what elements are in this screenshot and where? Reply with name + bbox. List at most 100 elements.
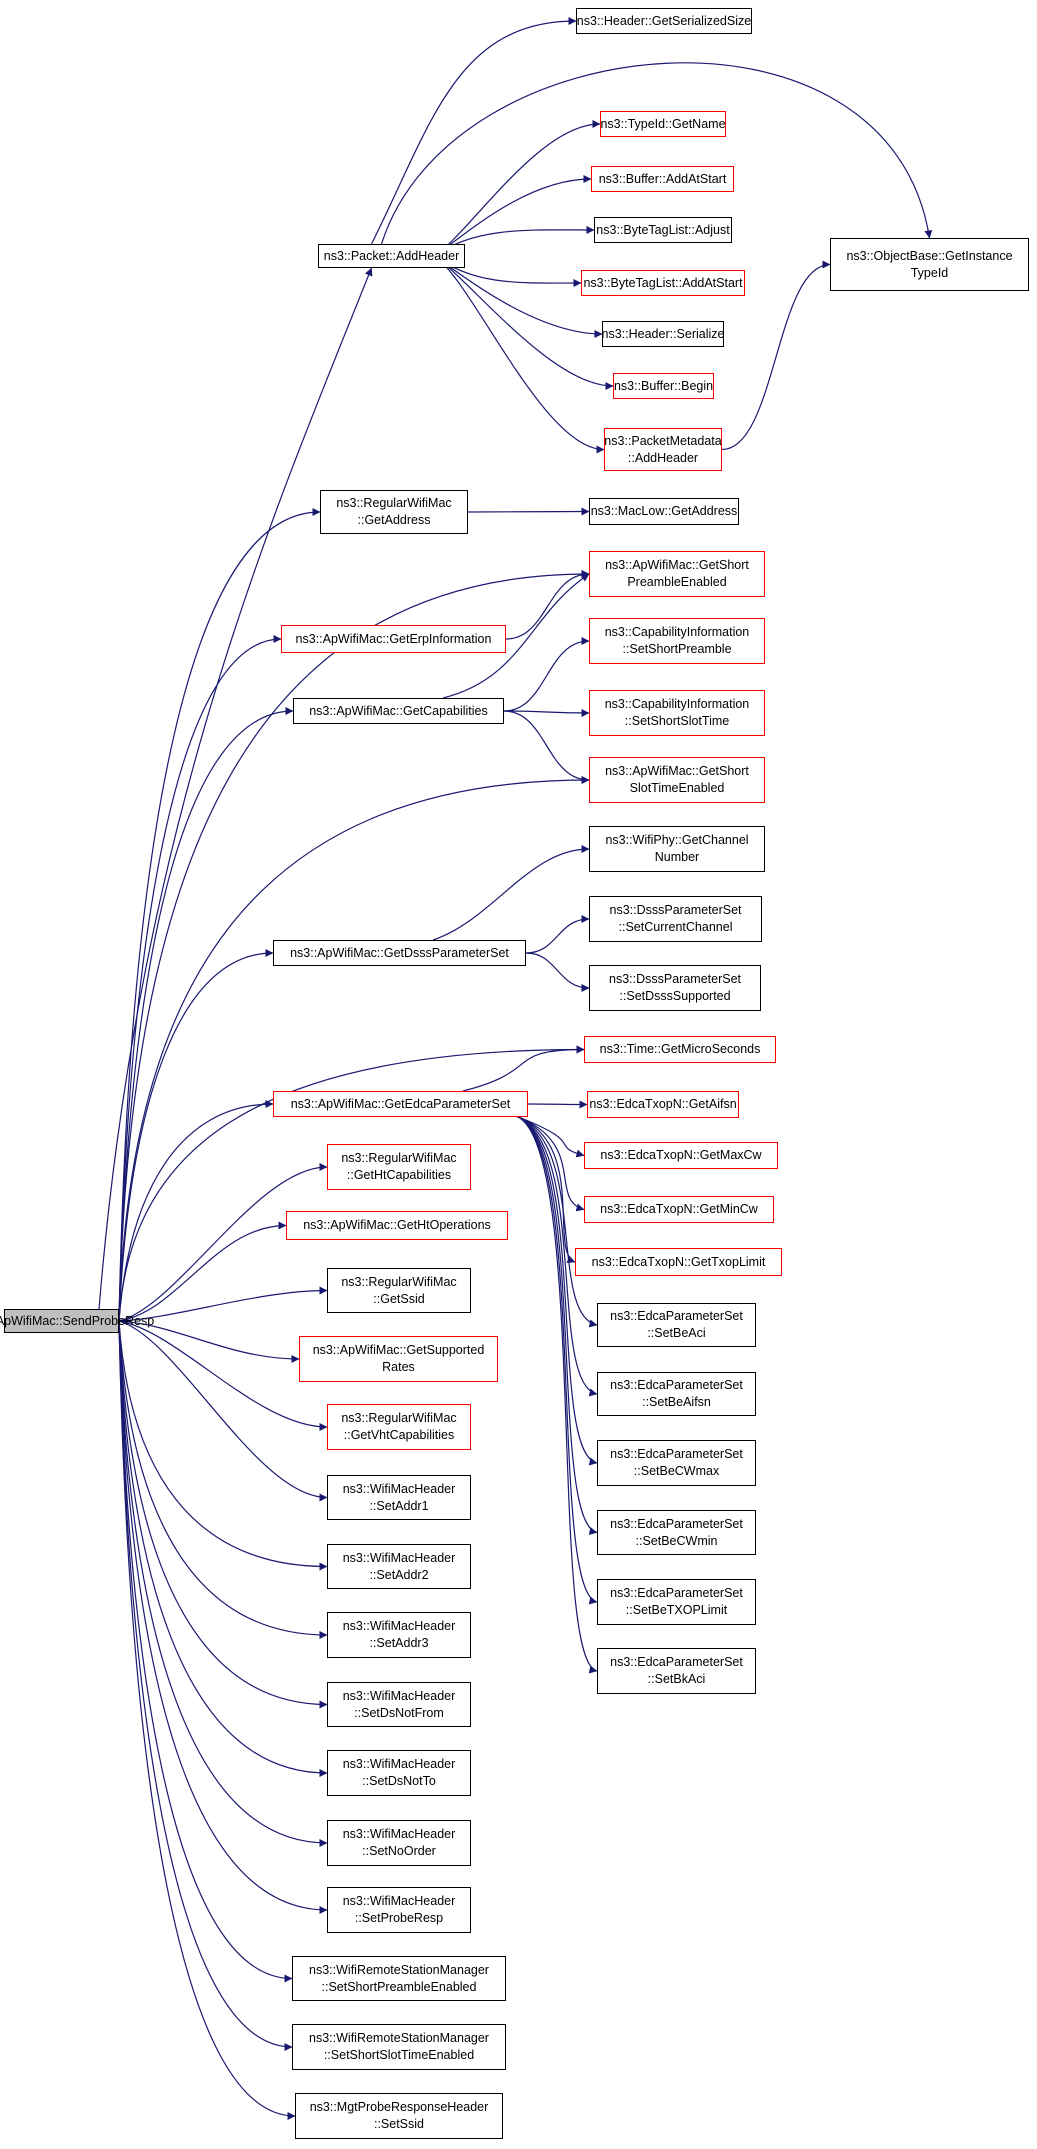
- edge-root-to-addr2: [118, 1320, 328, 1571]
- node-epsBeTxop[interactable]: ns3::EdcaParameterSet ::SetBeTXOPLimit: [597, 1579, 756, 1625]
- edge-erpInfo-to-shortPreEn: [505, 570, 590, 640]
- edge-root-to-rwmVht: [118, 1320, 328, 1431]
- edge-root-to-rwmSsid: [118, 1286, 328, 1322]
- edge-root-to-mgtSsid: [118, 1320, 296, 2120]
- node-getDsss[interactable]: ns3::ApWifiMac::GetDsssParameterSet: [273, 940, 526, 966]
- edge-root-to-erpInfo: [118, 635, 282, 1322]
- node-phyChan[interactable]: ns3::WifiPhy::GetChannel Number: [589, 826, 765, 872]
- edge-root-to-htOps: [118, 1221, 287, 1322]
- node-mgtSsid[interactable]: ns3::MgtProbeResponseHeader ::SetSsid: [295, 2093, 503, 2139]
- node-epsBeAifsn[interactable]: ns3::EdcaParameterSet ::SetBeAifsn: [597, 1372, 756, 1416]
- edge-addHeader-to-hdrSerSize: [370, 17, 577, 245]
- node-noOrder[interactable]: ns3::WifiMacHeader ::SetNoOrder: [327, 1820, 471, 1866]
- edge-getCaps-to-shortSlotEn: [503, 710, 590, 784]
- edge-root-to-shortPreEn: [118, 570, 590, 1322]
- node-wrsmSlot[interactable]: ns3::WifiRemoteStationManager ::SetShort…: [292, 2024, 506, 2070]
- node-edcaMinCw[interactable]: ns3::EdcaTxopN::GetMinCw: [584, 1196, 774, 1223]
- node-addHeader[interactable]: ns3::Packet::AddHeader: [318, 244, 465, 268]
- edge-getEdca-to-edcaMaxCw: [515, 1115, 585, 1158]
- node-suppRates[interactable]: ns3::ApWifiMac::GetSupported Rates: [299, 1336, 498, 1382]
- node-btlAdjust[interactable]: ns3::ByteTagList::Adjust: [594, 217, 732, 243]
- node-rwmGetAddress[interactable]: ns3::RegularWifiMac ::GetAddress: [320, 490, 468, 534]
- node-capShortPre[interactable]: ns3::CapabilityInformation ::SetShortPre…: [589, 618, 765, 664]
- edge-addHeader-to-objBase: [380, 62, 933, 245]
- node-epsBeCWmax[interactable]: ns3::EdcaParameterSet ::SetBeCWmax: [597, 1440, 756, 1486]
- node-shortSlotEn[interactable]: ns3::ApWifiMac::GetShort SlotTimeEnabled: [589, 757, 765, 803]
- node-edcaTxop[interactable]: ns3::EdcaTxopN::GetTxopLimit: [575, 1248, 782, 1276]
- edge-root-to-getCaps: [118, 707, 294, 1322]
- edge-root-to-addr1: [118, 1320, 328, 1502]
- edge-root-to-probeResp: [118, 1320, 328, 1914]
- edge-root-to-getEdca: [118, 1100, 274, 1322]
- node-addr3[interactable]: ns3::WifiMacHeader ::SetAddr3: [327, 1612, 471, 1658]
- node-capShortSlot[interactable]: ns3::CapabilityInformation ::SetShortSlo…: [589, 690, 765, 736]
- node-rwmVht[interactable]: ns3::RegularWifiMac ::GetVhtCapabilities: [327, 1404, 471, 1450]
- edge-getEdca-to-epsBeTxop: [515, 1115, 598, 1605]
- node-bufBegin[interactable]: ns3::Buffer::Begin: [613, 373, 714, 399]
- node-erpInfo[interactable]: ns3::ApWifiMac::GetErpInformation: [281, 625, 506, 653]
- node-macLowAddr[interactable]: ns3::MacLow::GetAddress: [589, 498, 739, 525]
- edge-getEdca-to-epsBeAifsn: [515, 1115, 598, 1397]
- edge-getDsss-to-phyChan: [432, 845, 590, 941]
- edge-root-to-addr3: [118, 1320, 328, 1639]
- node-dsNotFrom[interactable]: ns3::WifiMacHeader ::SetDsNotFrom: [327, 1682, 471, 1727]
- edge-getCaps-to-capShortPre: [503, 637, 590, 712]
- node-dsssSupp[interactable]: ns3::DsssParameterSet ::SetDsssSupported: [589, 965, 761, 1011]
- edge-root-to-getDsss: [118, 949, 274, 1322]
- node-probeResp[interactable]: ns3::WifiMacHeader ::SetProbeResp: [327, 1887, 471, 1933]
- node-timeMicro[interactable]: ns3::Time::GetMicroSeconds: [584, 1036, 776, 1063]
- edge-root-to-rwmHtCaps: [118, 1163, 328, 1322]
- node-addr2[interactable]: ns3::WifiMacHeader ::SetAddr2: [327, 1544, 471, 1589]
- edge-getEdca-to-edcaMinCw: [515, 1115, 585, 1212]
- edge-getCaps-to-shortPreEn: [442, 573, 590, 699]
- edge-getEdca-to-epsBeCWmin: [515, 1115, 598, 1535]
- edge-getDsss-to-dsssSetChan: [525, 915, 590, 954]
- node-htOps[interactable]: ns3::ApWifiMac::GetHtOperations: [286, 1211, 508, 1240]
- edge-root-to-wrsmSlot: [118, 1320, 293, 2051]
- edge-pmAddHeader-to-objBase: [721, 260, 831, 451]
- node-shortPreEn[interactable]: ns3::ApWifiMac::GetShort PreambleEnabled: [589, 551, 765, 597]
- node-hdrSerialize[interactable]: ns3::Header::Serialize: [602, 321, 725, 347]
- node-btlAddAtStart[interactable]: ns3::ByteTagList::AddAtStart: [581, 270, 745, 296]
- edge-root-to-suppRates: [118, 1320, 300, 1363]
- node-epsBeAci[interactable]: ns3::EdcaParameterSet ::SetBeAci: [597, 1303, 756, 1347]
- node-edcaMaxCw[interactable]: ns3::EdcaTxopN::GetMaxCw: [584, 1142, 778, 1169]
- edge-root-to-wrsmPre: [118, 1320, 293, 1983]
- node-pmAddHeader[interactable]: ns3::PacketMetadata ::AddHeader: [604, 428, 722, 471]
- edge-getDsss-to-dsssSupp: [525, 952, 590, 992]
- edge-addHeader-to-bufBegin: [434, 255, 614, 390]
- edge-getEdca-to-timeMicro: [462, 1045, 585, 1092]
- edge-getEdca-to-epsBeCWmax: [515, 1115, 598, 1466]
- edge-root-to-noOrder: [118, 1320, 328, 1847]
- edge-rwmGetAddress-to-macLowAddr: [467, 507, 590, 516]
- edge-root-to-dsNotFrom: [118, 1320, 328, 1709]
- node-rwmHtCaps[interactable]: ns3::RegularWifiMac ::GetHtCapabilities: [327, 1144, 471, 1190]
- edge-addHeader-to-pmAddHeader: [434, 255, 605, 454]
- node-bufAddAtStart[interactable]: ns3::Buffer::AddAtStart: [591, 166, 734, 192]
- node-getCaps[interactable]: ns3::ApWifiMac::GetCapabilities: [293, 698, 504, 724]
- node-hdrSerSize[interactable]: ns3::Header::GetSerializedSize: [576, 8, 752, 34]
- node-edcaAifsn[interactable]: ns3::EdcaTxopN::GetAifsn: [587, 1091, 739, 1118]
- edge-getEdca-to-epsBeAci: [515, 1115, 598, 1328]
- edge-getEdca-to-epsBkAci: [515, 1115, 598, 1674]
- node-typeIdName[interactable]: ns3::TypeId::GetName: [600, 111, 726, 137]
- node-dsNotTo[interactable]: ns3::WifiMacHeader ::SetDsNotTo: [327, 1750, 471, 1796]
- node-epsBkAci[interactable]: ns3::EdcaParameterSet ::SetBkAci: [597, 1648, 756, 1694]
- edge-root-to-shortSlotEn: [118, 776, 590, 1322]
- node-addr1[interactable]: ns3::WifiMacHeader ::SetAddr1: [327, 1475, 471, 1520]
- edge-root-to-rwmGetAddress: [118, 508, 321, 1322]
- edge-root-to-timeMicro: [118, 1045, 585, 1322]
- edge-getEdca-to-edcaAifsn: [527, 1100, 588, 1109]
- edges-layer: [98, 17, 933, 2120]
- node-rwmSsid[interactable]: ns3::RegularWifiMac ::GetSsid: [327, 1268, 471, 1313]
- node-wrsmPre[interactable]: ns3::WifiRemoteStationManager ::SetShort…: [292, 1956, 506, 2001]
- node-root[interactable]: ns3::ApWifiMac::SendProbeResp: [0, 1309, 154, 1333]
- edge-addHeader-to-typeIdName: [434, 120, 601, 257]
- edge-root-to-dsNotTo: [118, 1320, 328, 1777]
- node-getEdca[interactable]: ns3::ApWifiMac::GetEdcaParameterSet: [273, 1091, 528, 1117]
- node-epsBeCWmin[interactable]: ns3::EdcaParameterSet ::SetBeCWmin: [597, 1510, 756, 1555]
- edge-getCaps-to-capShortSlot: [503, 708, 590, 717]
- node-dsssSetChan[interactable]: ns3::DsssParameterSet ::SetCurrentChanne…: [589, 896, 762, 942]
- node-objBase[interactable]: ns3::ObjectBase::GetInstance TypeId: [830, 238, 1029, 291]
